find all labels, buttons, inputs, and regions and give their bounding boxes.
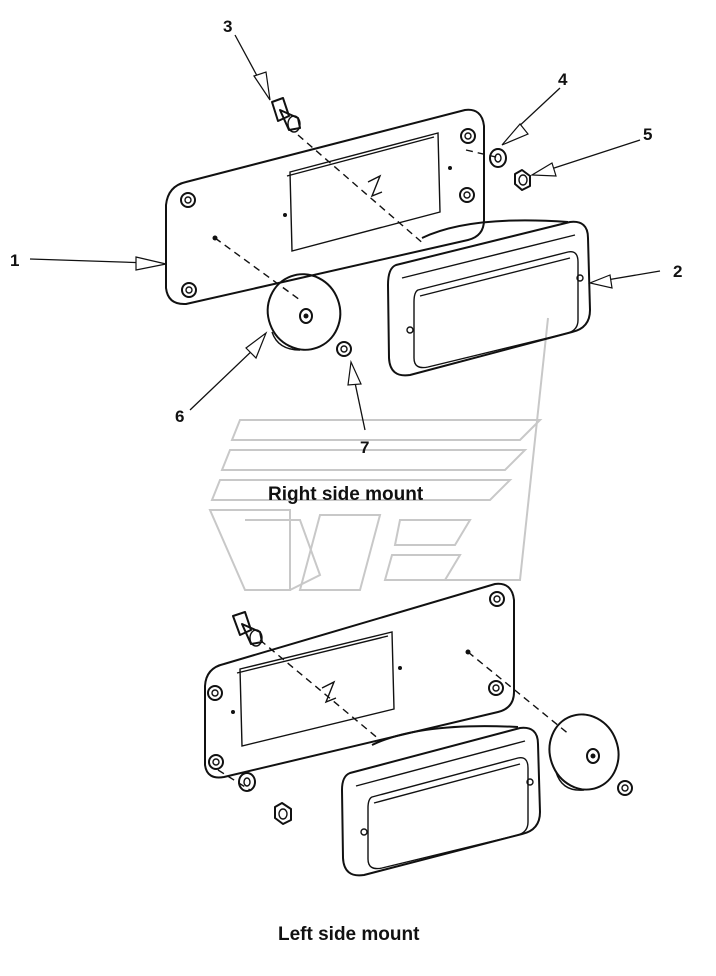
watermark-logo bbox=[208, 317, 549, 591]
mounting-bracket-plate bbox=[165, 108, 485, 306]
right-mount-assembly bbox=[165, 97, 591, 377]
nut-left bbox=[274, 802, 292, 825]
caption-right-side-mount: Right side mount bbox=[268, 484, 424, 505]
callout-labels: 1 2 3 4 5 6 7 bbox=[10, 17, 682, 457]
mounting-bolt-left bbox=[232, 611, 263, 647]
mounting-bracket-plate-left bbox=[204, 582, 515, 779]
small-nut-left bbox=[617, 780, 633, 796]
washer-left bbox=[238, 772, 256, 792]
callout-7: 7 bbox=[360, 438, 369, 457]
small-nut bbox=[336, 341, 352, 357]
washer bbox=[489, 148, 507, 168]
work-light-housing bbox=[387, 219, 591, 377]
callout-2: 2 bbox=[673, 262, 682, 281]
cover-cap-left bbox=[548, 713, 620, 791]
callout-4: 4 bbox=[558, 70, 568, 89]
callout-3: 3 bbox=[223, 17, 232, 36]
callout-5: 5 bbox=[643, 125, 652, 144]
mounting-bolt bbox=[271, 97, 301, 133]
callout-1: 1 bbox=[10, 251, 19, 270]
nut bbox=[514, 169, 531, 191]
callout-6: 6 bbox=[175, 407, 184, 426]
caption-left-side-mount: Left side mount bbox=[278, 924, 420, 945]
left-mount-assembly bbox=[204, 582, 633, 877]
callout-leaders bbox=[29, 34, 661, 431]
cover-cap bbox=[266, 273, 342, 351]
work-light-housing-left bbox=[341, 725, 541, 877]
